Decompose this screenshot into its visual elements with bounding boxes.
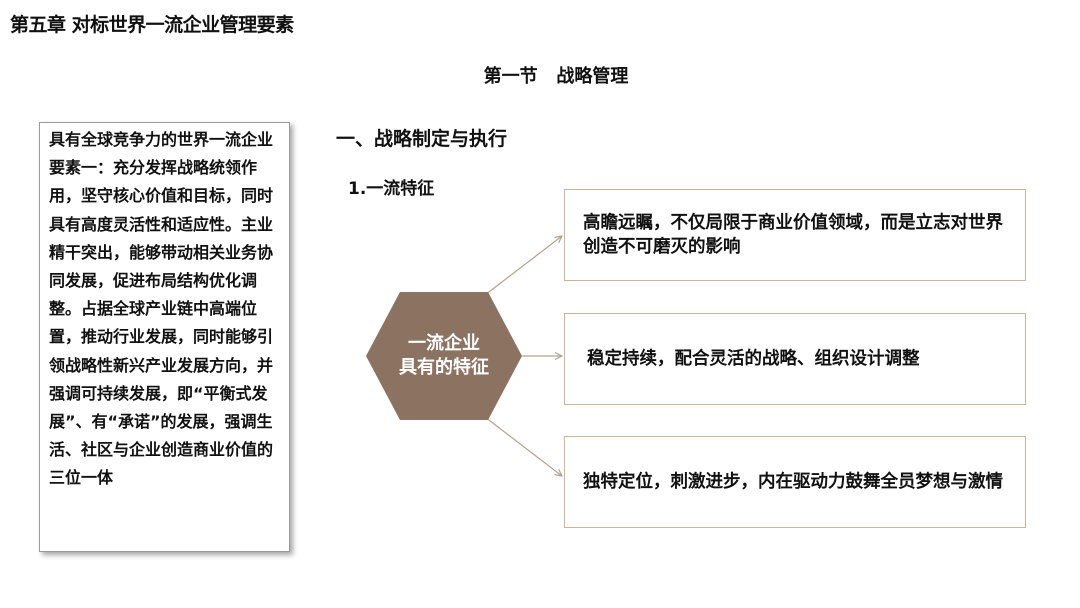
- heading-strategy: 一、战略制定与执行: [336, 128, 508, 150]
- feature-box-1: 高瞻远瞩，不仅局限于商业价值领域，而是立志对世界创造不可磨灭的影响: [564, 189, 1026, 281]
- feature-box-2: 稳定持续，配合灵活的战略、组织设计调整: [564, 313, 1026, 405]
- hexagon-label-line-2: 具有的特征: [399, 357, 489, 378]
- summary-text: 具有全球竞争力的世界一流企业要素一：充分发挥战略统领作用，坚守核心价值和目标，同…: [49, 130, 274, 488]
- heading-features: 1.一流特征: [348, 179, 435, 199]
- summary-text-box: 具有全球竞争力的世界一流企业要素一：充分发挥战略统领作用，坚守核心价值和目标，同…: [39, 122, 290, 552]
- hexagon-label: 一流企业 具有的特征: [366, 292, 522, 420]
- feature-text-1: 高瞻远瞩，不仅局限于商业价值领域，而是立志对世界创造不可磨灭的影响: [583, 213, 1003, 257]
- arrow-to-feature-3: [484, 416, 562, 476]
- chapter-title: 第五章 对标世界一流企业管理要素: [10, 14, 294, 36]
- arrow-to-feature-1: [484, 236, 562, 296]
- hexagon-label-line-1: 一流企业: [408, 333, 480, 354]
- feature-text-2: 稳定持续，配合灵活的战略、组织设计调整: [587, 349, 920, 369]
- section-title: 第一节 战略管理: [483, 66, 629, 87]
- hexagon-shape: [366, 292, 522, 420]
- feature-box-3: 独特定位，刺激进步，内在驱动力鼓舞全员梦想与激情: [564, 436, 1026, 528]
- feature-text-3: 独特定位，刺激进步，内在驱动力鼓舞全员梦想与激情: [583, 472, 1003, 492]
